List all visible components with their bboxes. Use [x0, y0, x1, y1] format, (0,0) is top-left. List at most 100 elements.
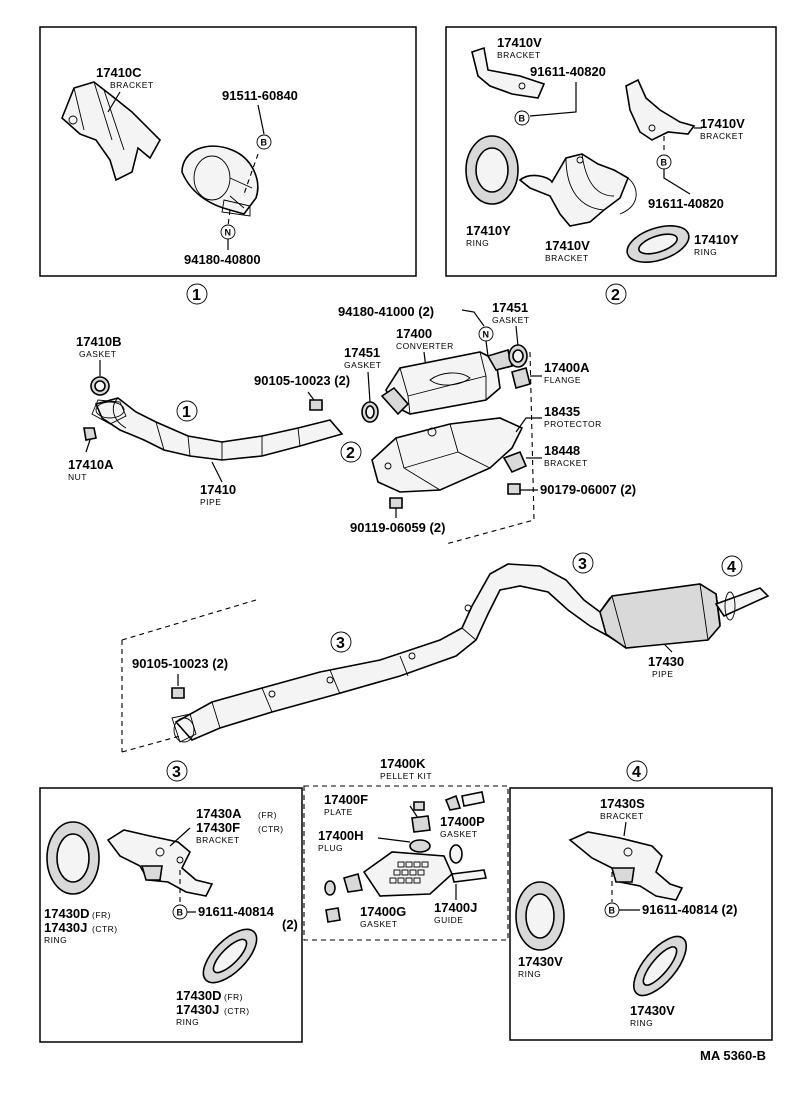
ring-17430v-a-pn: 17430V: [518, 954, 563, 969]
guide-17400j-pn: 17400J: [434, 900, 477, 915]
svg-text:(FR): (FR): [224, 992, 243, 1002]
figure-code: MA 5360-B: [700, 1048, 766, 1063]
bolt-91511-60840-pn: 91511-60840: [222, 88, 298, 103]
bolt-91611-40814-b4-pn: 91611-40814 (2): [642, 902, 737, 917]
bracket-17410c-pn: 17410C: [96, 65, 142, 80]
protector-18435-sub: PROTECTOR: [544, 419, 602, 429]
bolt-90119-06059-pn: 90119-06059 (2): [350, 520, 445, 535]
bracket-17430a-pn: 17430A: [196, 806, 242, 821]
plug-17400h-drawing: [409, 839, 431, 853]
pellet-grid: [389, 861, 429, 884]
nut-90179-06007-pn: 90179-06007 (2): [540, 482, 636, 497]
svg-text:2: 2: [346, 445, 355, 462]
ring-17430d-a-pn: 17430D: [44, 906, 90, 921]
nut-90179-drawing: [507, 483, 521, 495]
gasket-17410b-pn: 17410B: [76, 334, 122, 349]
svg-text:B: B: [519, 114, 526, 124]
ring-17410y-a-sub: RING: [466, 238, 489, 248]
gasket-17451-rear-sub: GASKET: [492, 315, 529, 325]
callout-circle-3-mid: [330, 631, 352, 653]
detail-box-1: 17410C BRACKET B 91511-60840 N 94180-408…: [39, 26, 417, 277]
bracket-18448-sub: BRACKET: [544, 458, 588, 468]
callout-circle-3-top: [572, 552, 594, 574]
bracket-17410v-a-pn: 17410V: [497, 35, 542, 50]
kit-gasket-left-drawing: [343, 873, 363, 893]
svg-text:3: 3: [336, 635, 345, 652]
svg-text:3: 3: [172, 764, 181, 781]
bracket-17410v-b-drawing: [625, 78, 696, 141]
bolt-91611-40820-b-pn: 91611-40820: [648, 196, 724, 211]
converter-assembly: 94180-41000 (2) N 17400 CONVERTER 17451 …: [338, 300, 636, 545]
kit-bolt-2-drawing: [461, 791, 485, 807]
svg-text:1: 1: [192, 287, 201, 304]
bolt-90119-drawing: [389, 497, 403, 509]
detail-circle-2: 2: [605, 283, 627, 305]
bracket-17430a-sub: BRACKET: [196, 835, 240, 845]
ring-17430j-b-pn: 17430J: [176, 1002, 219, 1017]
bracket-17410v-c-pn: 17410V: [545, 238, 590, 253]
flange-17400a-sub: FLANGE: [544, 375, 581, 385]
nut-17410a-drawing: [83, 427, 97, 441]
clamp-band-drawing: [181, 145, 259, 215]
rear-pipe-assembly: 90105-10023 (2) 3 3 4 17430 PIPE: [121, 552, 770, 753]
pipe-17430-drawing: [174, 563, 721, 741]
gasket-17410b-sub: GASKET: [79, 349, 116, 359]
pellet-kit-17400k-pn: 17400K: [380, 756, 426, 771]
gasket-17400p-pn: 17400P: [440, 814, 485, 829]
tail-pipe-drawing: [714, 587, 770, 618]
kit-washer-drawing: [324, 880, 336, 896]
plate-17400f-sub: PLATE: [324, 807, 353, 817]
protector-18435-pn: 18435: [544, 404, 580, 419]
pellet-kit-frame: [303, 785, 509, 941]
callout-circle-4: [721, 555, 743, 577]
bolt-91611-40814-qty: (2): [282, 917, 298, 932]
muffler-drawing: [599, 583, 721, 649]
detail-circle-1: 1: [186, 283, 208, 305]
nut-94180-41000-pn: 94180-41000 (2): [338, 304, 434, 319]
nut-94180-40800-pn: 94180-40800: [184, 252, 261, 267]
pipe-17430-sub: PIPE: [652, 669, 673, 679]
bolt-a-mark-b-icon: [514, 110, 530, 126]
front-pipe-assembly: 17410B GASKET 17410A NUT 17410 PIPE 1 2 …: [68, 334, 381, 507]
svg-text:N: N: [483, 330, 490, 340]
plate-17400f-pn: 17400F: [324, 792, 368, 807]
converter-17400-pn: 17400: [396, 326, 432, 341]
svg-text:4: 4: [632, 764, 641, 781]
ring-17430j-a-pn: 17430J: [44, 920, 87, 935]
gasket-17451-mid-pn: 17451: [344, 345, 380, 360]
pellet-kit-17400k-sub: PELLET KIT: [380, 771, 432, 781]
bolt-90105-a-drawing: [309, 399, 323, 411]
pipe-17410-sub: PIPE: [200, 497, 221, 507]
svg-text:B: B: [661, 158, 668, 168]
bracket-17410v-a-sub: BRACKET: [497, 50, 541, 60]
pipe-17410-drawing: [94, 397, 344, 461]
bracket-17410v-c-drawing: [518, 153, 630, 227]
kit-bolt-1-drawing: [444, 794, 462, 811]
svg-text:(CTR): (CTR): [92, 924, 118, 934]
svg-text:B: B: [609, 906, 616, 916]
bolt-90105-c-drawing: [171, 687, 185, 699]
gasket-17400p-drawing: [449, 844, 463, 864]
kit-nut-drawing: [325, 907, 341, 923]
guide-17400j-sub: GUIDE: [434, 915, 463, 925]
ring-17430d-b-pn: 17430D: [176, 988, 222, 1003]
bracket-17410c-drawing: [61, 81, 161, 182]
converter-17400-sub: CONVERTER: [396, 341, 454, 351]
bracket-17430s-drawing: [568, 831, 684, 901]
bracket-17410v-b-sub: BRACKET: [700, 131, 744, 141]
gasket-17400g-sub: GASKET: [360, 919, 397, 929]
bracket-18448-drawing: [502, 450, 528, 474]
callout-circle-2: [340, 441, 362, 463]
plug-17400h-pn: 17400H: [318, 828, 364, 843]
svg-text:(CTR): (CTR): [224, 1006, 250, 1016]
bolt-91611-40814-pn: 91611-40814: [198, 904, 275, 919]
detail-box-3: 17430D (FR) 17430J (CTR) RING 17430A (FR…: [39, 787, 303, 1043]
svg-text:B: B: [177, 908, 184, 918]
bracket-17430s-sub: BRACKET: [600, 811, 644, 821]
gasket-17400p-sub: GASKET: [440, 829, 477, 839]
detail-box-2: 17410V BRACKET 91611-40820 B 17410V BRAC…: [445, 26, 777, 277]
nut-mark-n: N: [225, 228, 232, 238]
ring-17430v-b-pn: 17430V: [630, 1003, 675, 1018]
flange-17400a-pn: 17400A: [544, 360, 590, 375]
